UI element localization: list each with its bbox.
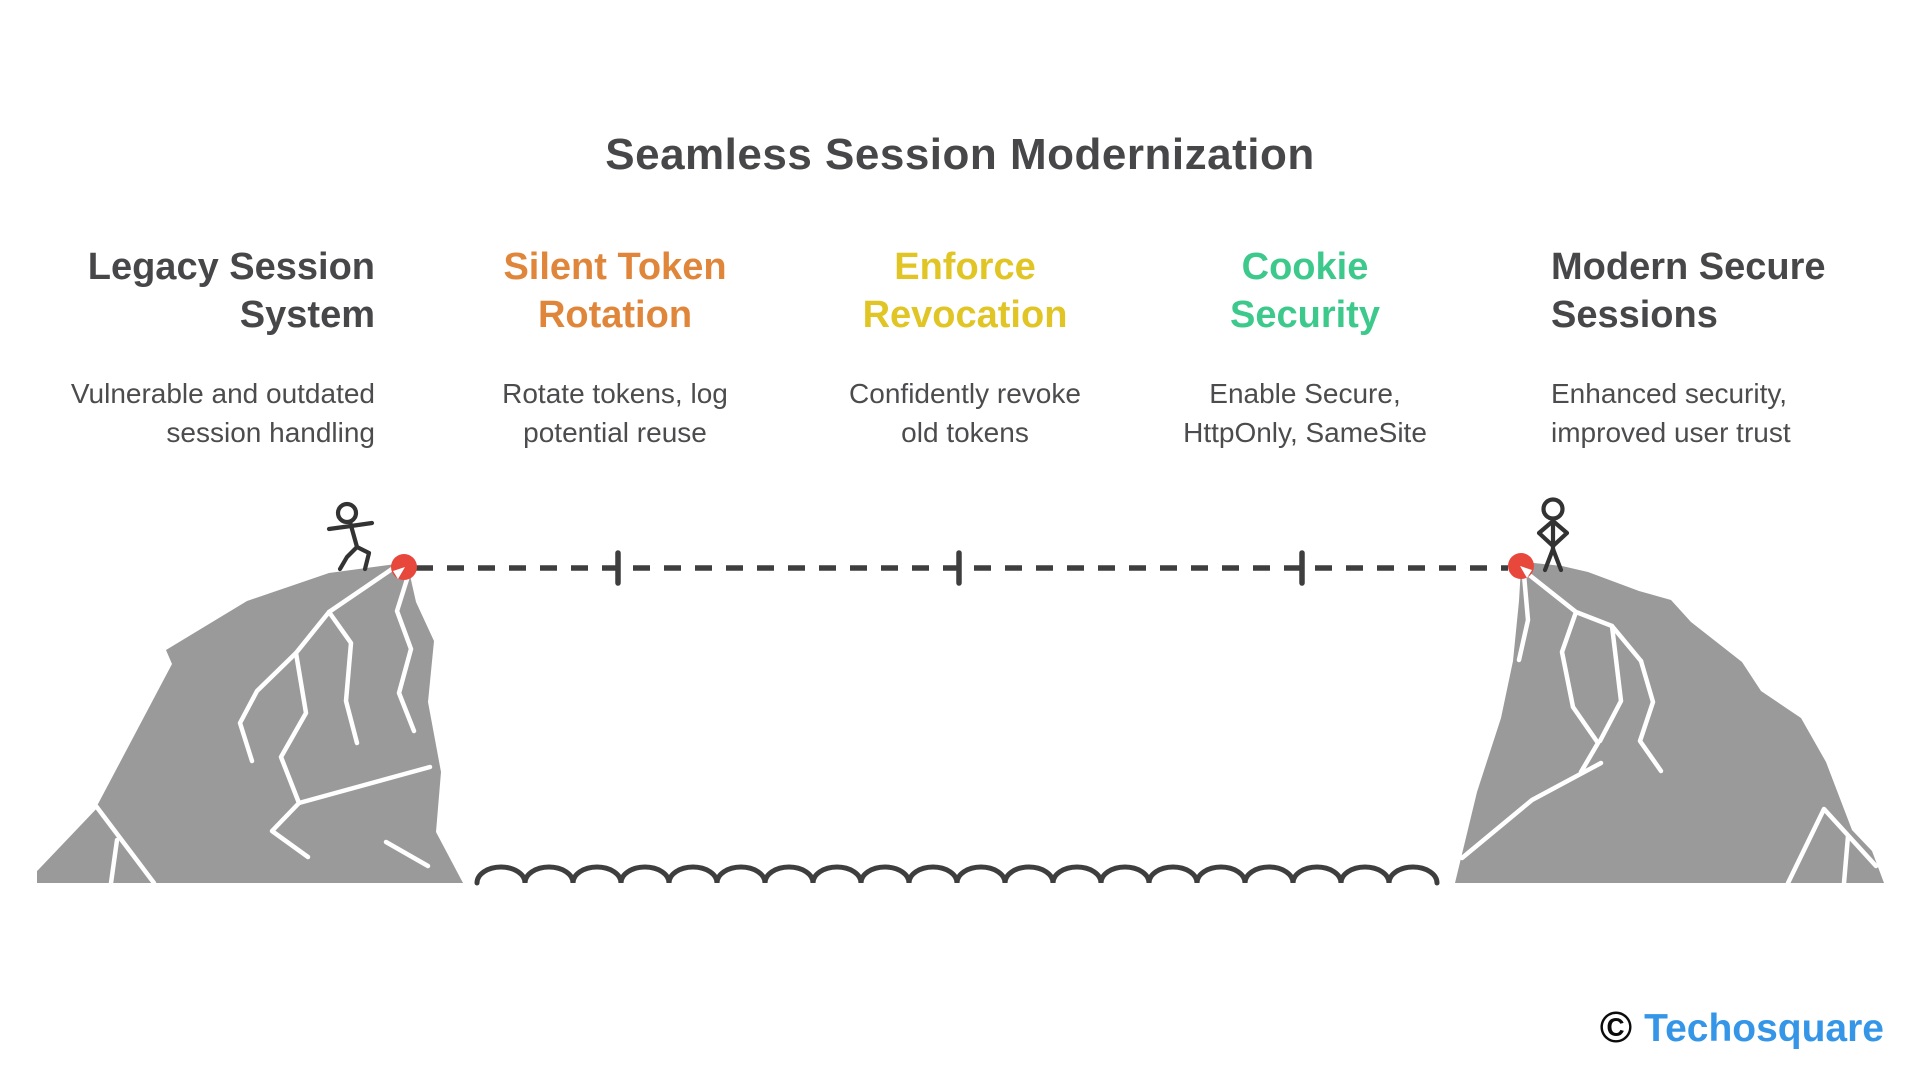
right-anchor-dot — [1508, 553, 1534, 579]
step-description: Enhanced security, improved user trust — [1551, 378, 1791, 449]
step-heading: Silent Token Rotation — [503, 246, 727, 336]
right-cliff-illustration — [1455, 563, 1884, 886]
water-wave-line — [474, 864, 1440, 886]
step-column-cookie-security: Cookie Security Enable Secure, HttpOnly,… — [1135, 244, 1475, 448]
right-cliff-body — [1455, 563, 1884, 883]
left-stick-figure-icon — [326, 501, 375, 572]
step-heading: Modern Secure Sessions — [1551, 246, 1826, 336]
step-heading: Legacy Session System — [87, 246, 375, 336]
step-column-legacy-session-system: Legacy Session System Vulnerable and out… — [35, 244, 375, 448]
left-anchor-dot — [391, 554, 417, 580]
step-column-enforce-revocation: Enforce Revocation Confidently revoke ol… — [795, 244, 1135, 448]
right-cliff-cracks — [1459, 567, 1879, 886]
rope-tick-marks — [615, 550, 1305, 586]
left-cliff-body — [37, 564, 463, 883]
step-column-modern-secure-sessions: Modern Secure Sessions Enhanced security… — [1551, 244, 1911, 448]
step-description: Confidently revoke old tokens — [849, 378, 1081, 449]
brand-logo: © Techosquare — [1600, 1006, 1884, 1050]
step-description: Enable Secure, HttpOnly, SameSite — [1183, 378, 1427, 449]
brand-name: Techosquare — [1644, 1006, 1884, 1050]
step-column-silent-token-rotation: Silent Token Rotation Rotate tokens, log… — [445, 244, 785, 448]
copyright-icon: © — [1599, 1003, 1633, 1052]
right-stick-figure-icon — [1536, 497, 1570, 573]
left-cliff-cracks — [33, 564, 433, 886]
step-description: Rotate tokens, log potential reuse — [502, 378, 728, 449]
tightrope-dashed-line — [416, 550, 1508, 586]
step-heading: Cookie Security — [1230, 246, 1380, 336]
left-cliff-illustration — [33, 564, 463, 886]
page-title: Seamless Session Modernization — [605, 130, 1315, 179]
step-heading: Enforce Revocation — [862, 246, 1068, 336]
step-description: Vulnerable and outdated session handling — [70, 378, 375, 449]
